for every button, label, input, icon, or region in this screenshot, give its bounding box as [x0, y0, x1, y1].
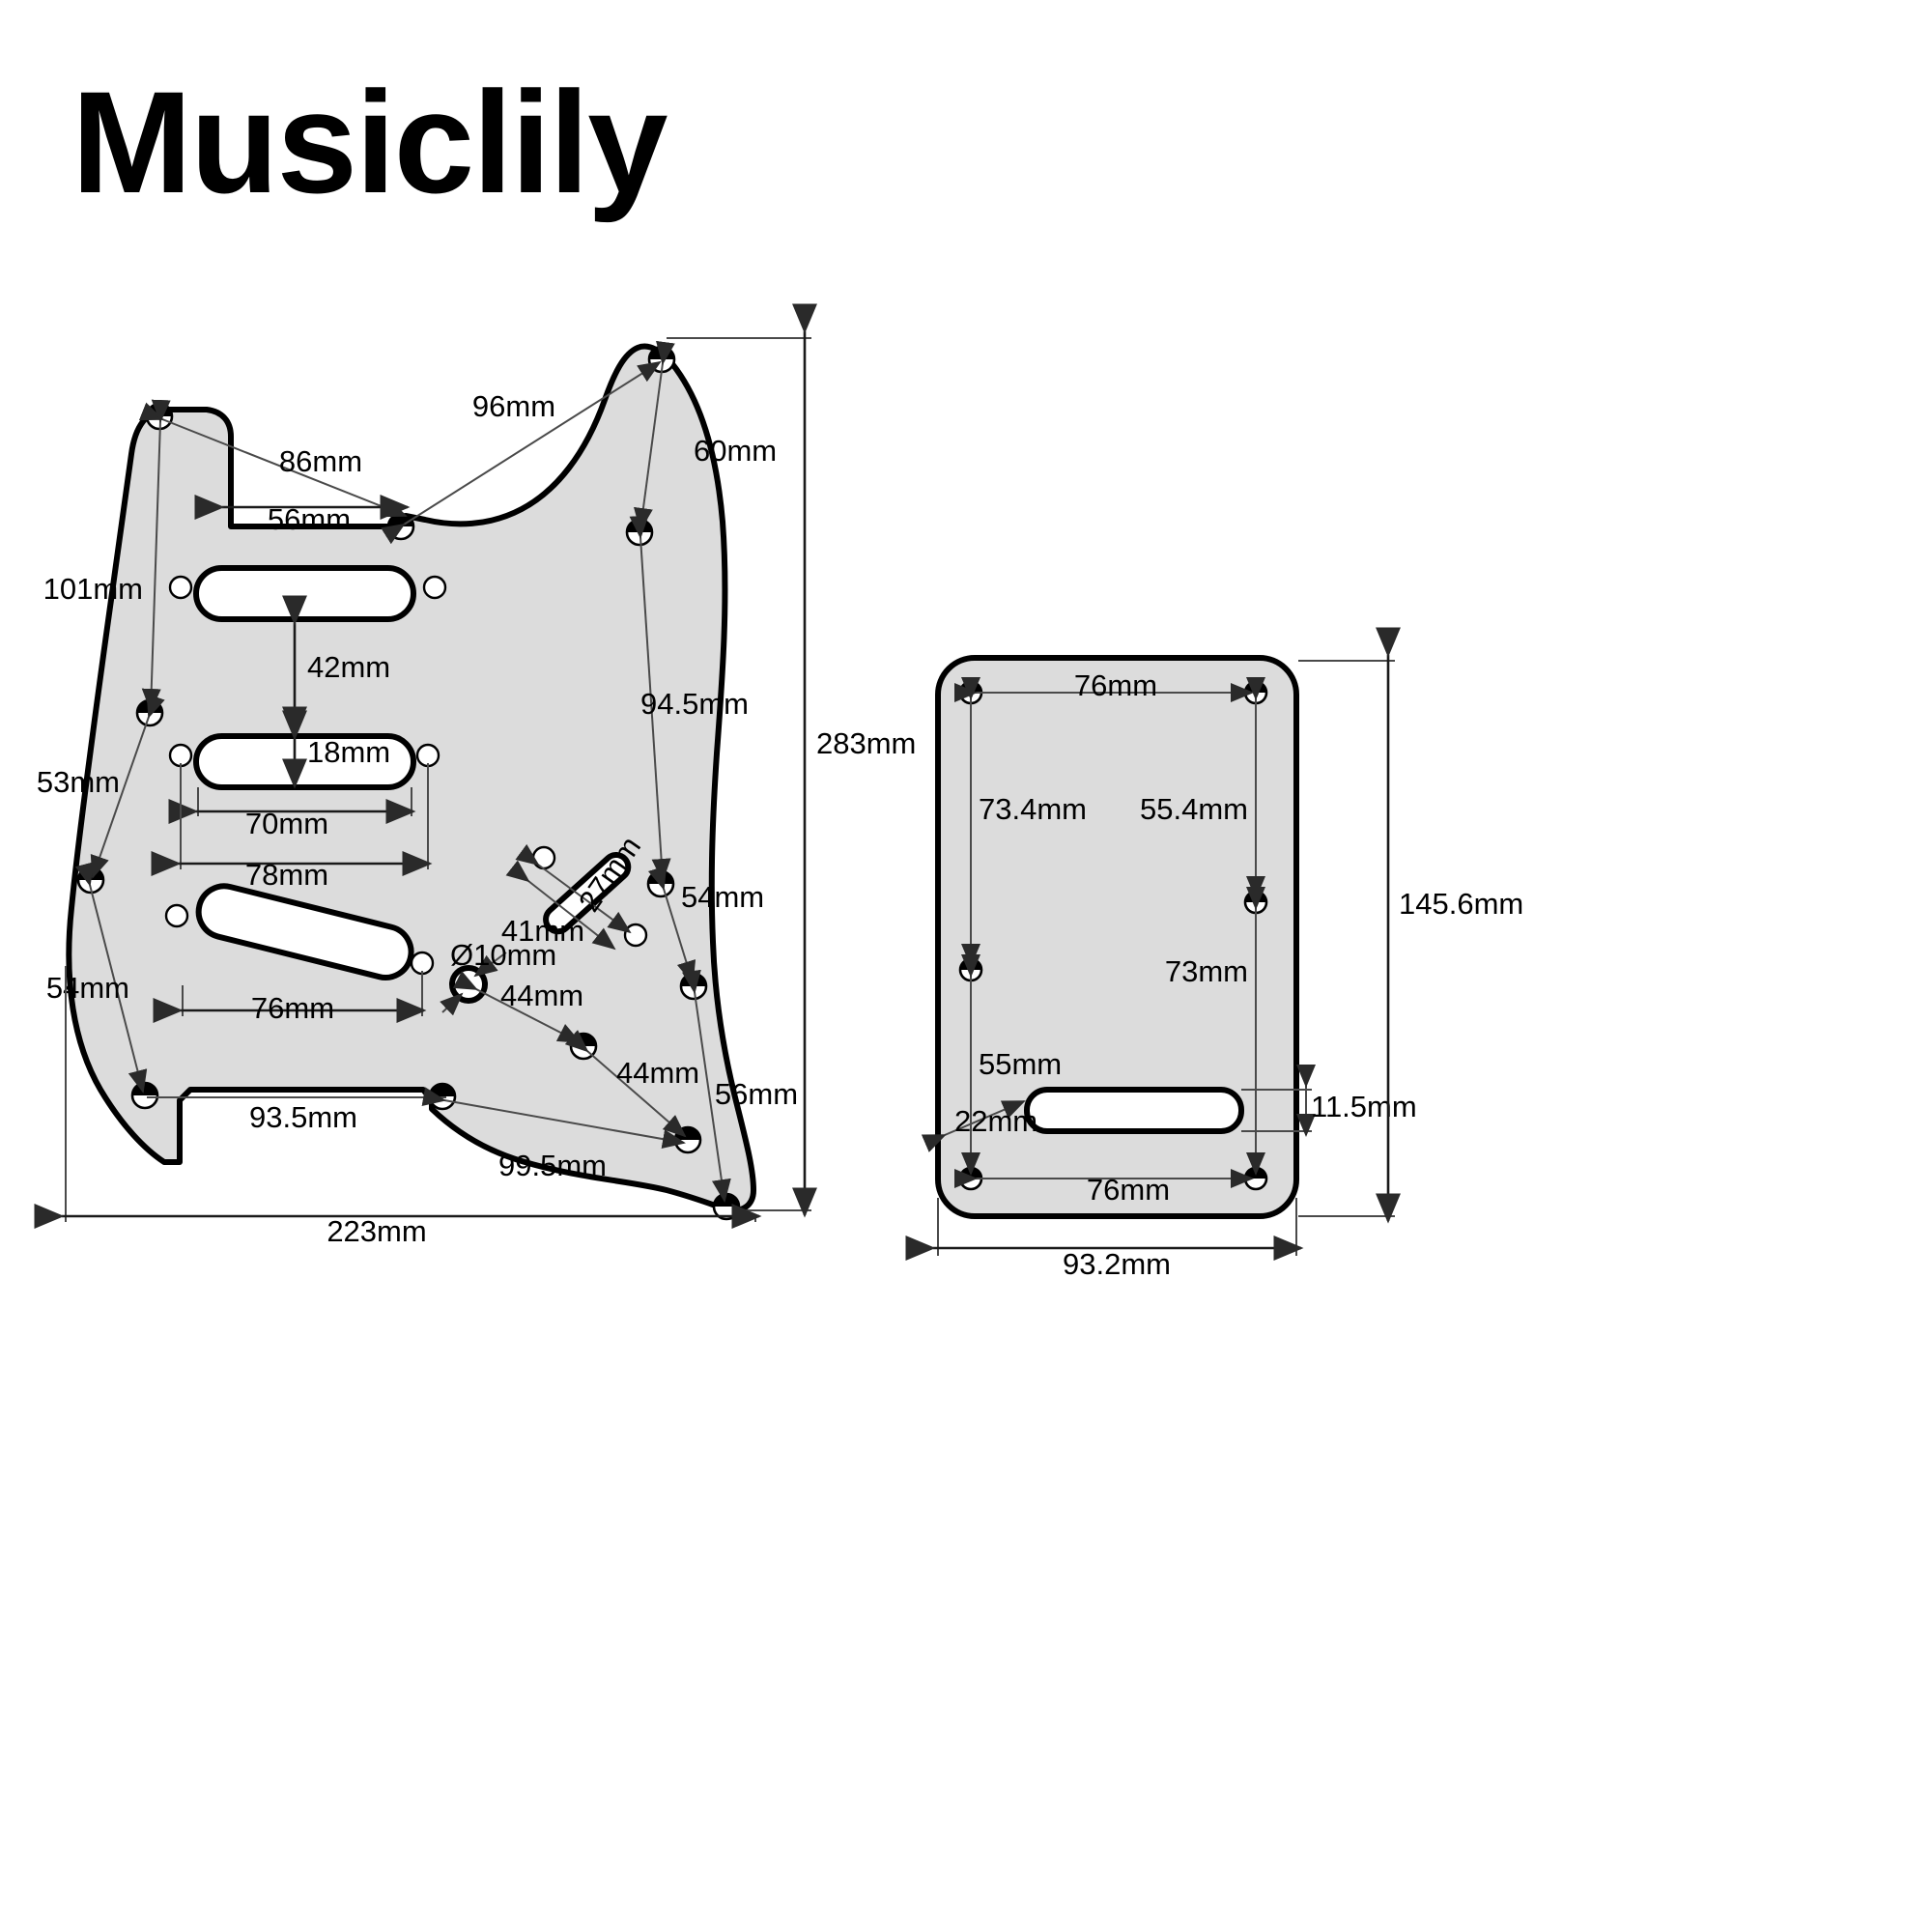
dim-label-78: 78mm [245, 858, 328, 892]
dim-label-96: 96mm [472, 389, 555, 423]
mounting-screw-hole [679, 972, 708, 1001]
backplate-dimensions: 76mm 73.4mm 55.4mm 73mm 55mm 22mm 11.5mm [905, 627, 1523, 1281]
dim-label-93-5: 93.5mm [249, 1100, 357, 1134]
dim-label-bp-55: 55mm [979, 1047, 1062, 1081]
dim-label-bp-76-bottom: 76mm [1087, 1173, 1170, 1207]
dim-label-101: 101mm [43, 572, 143, 606]
dim-label-44a: 44mm [500, 979, 583, 1012]
dim-label-bp-73: 73mm [1165, 954, 1248, 988]
dim-label-223: 223mm [327, 1214, 426, 1248]
pickup-screw-hole [410, 951, 435, 976]
pickup-screw-hole [164, 903, 189, 928]
dim-label-76: 76mm [251, 991, 334, 1025]
pickup-screw-hole [415, 743, 440, 768]
dim-label-86: 86mm [279, 444, 362, 478]
dim-label-42: 42mm [307, 650, 390, 684]
dim-line-56b [681, 969, 731, 1203]
dim-label-41: 41mm [501, 914, 584, 948]
switch-screw-hole [623, 923, 648, 948]
dim-label-283: 283mm [816, 726, 916, 760]
dim-label-dia10: Ø10mm [450, 938, 556, 972]
dim-label-bp-76-top: 76mm [1074, 668, 1157, 702]
dim-label-bp-93: 93.2mm [1063, 1247, 1171, 1281]
dim-label-18: 18mm [307, 735, 390, 769]
brand-title: Musiclily [71, 61, 668, 223]
dim-label-bp-73-4: 73.4mm [979, 792, 1087, 826]
dim-line-99-5 [421, 1087, 686, 1150]
dim-label-60: 60mm [694, 434, 777, 468]
dim-line-bp-22 [921, 1100, 1026, 1152]
pickup-screw-hole [168, 743, 193, 768]
dim-label-56: 56mm [268, 502, 351, 536]
neck-pickup-cutout [193, 565, 416, 622]
dim-label-54-treble: 54mm [681, 880, 764, 914]
dim-label-99-5: 99.5mm [498, 1149, 607, 1182]
dim-label-53: 53mm [37, 765, 120, 799]
bridge-pickup-cutout [195, 883, 414, 980]
dim-line-54-treble [647, 866, 696, 984]
dim-line-96 [381, 360, 662, 545]
dim-line-101 [141, 399, 171, 712]
mounting-screw-hole [625, 518, 654, 547]
pickup-screw-hole [168, 575, 193, 600]
backplate-string-slot [1024, 1087, 1244, 1134]
dim-line-60 [634, 340, 675, 531]
dim-line-44a [452, 971, 582, 1043]
dim-line-53 [90, 693, 165, 879]
dim-label-94-5: 94.5mm [640, 687, 749, 721]
dim-label-bp-55-4: 55.4mm [1140, 792, 1248, 826]
switch-screw-hole [531, 845, 556, 870]
pickguard-part [66, 343, 756, 1221]
dim-line-41 [505, 860, 616, 951]
dim-line-94-5 [629, 515, 671, 882]
backplate-outline [935, 655, 1299, 1219]
dim-label-44b: 44mm [616, 1056, 699, 1090]
pickguard-dimensions: 86mm 56mm 96mm 60mm 101mm 42mm 18mm 70m [34, 303, 916, 1248]
dim-label-bp-145: 145.6mm [1399, 887, 1523, 921]
mounting-screw-hole [386, 512, 415, 541]
dim-label-54-bass: 54mm [46, 971, 129, 1005]
dim-label-56b: 56mm [715, 1077, 798, 1111]
dim-label-70: 70mm [245, 807, 328, 840]
mounting-screw-hole [130, 1081, 159, 1110]
dim-line-54-bass [74, 862, 148, 1094]
mounting-screw-hole [646, 869, 675, 898]
mounting-screw-hole [135, 698, 164, 727]
dim-label-bp-22: 22mm [954, 1104, 1037, 1138]
pickup-screw-hole [422, 575, 447, 600]
dim-label-bp-11-5: 11.5mm [1311, 1090, 1417, 1123]
